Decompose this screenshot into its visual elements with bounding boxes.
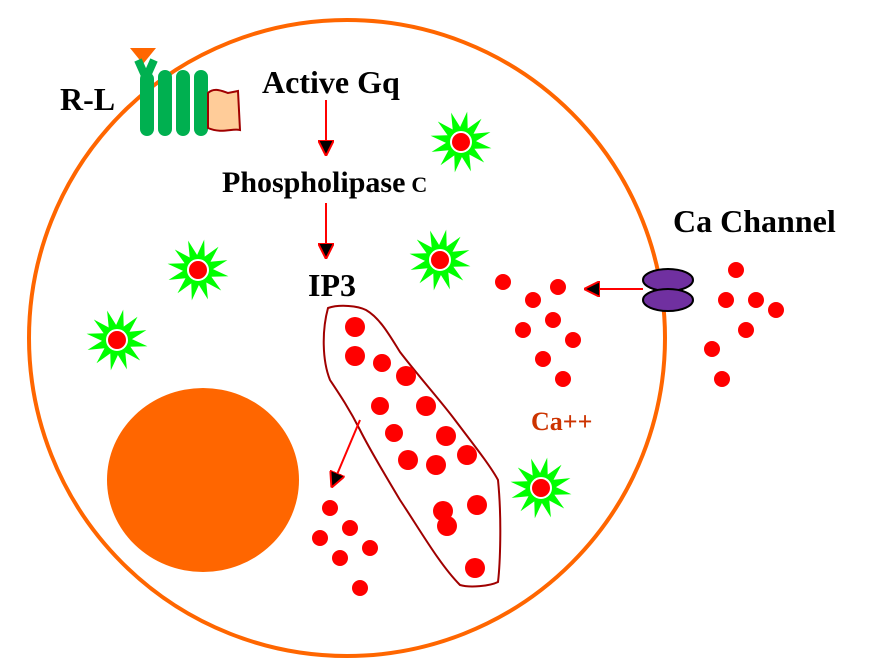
ligand: [130, 48, 156, 64]
ca-ion: [437, 516, 457, 536]
vesicles: [86, 111, 572, 519]
ca-ion: [373, 354, 391, 372]
ca-ion: [396, 366, 416, 386]
cell-membrane: [27, 18, 667, 658]
nucleus: [107, 388, 299, 572]
active-gq-label: Active Gq: [262, 64, 400, 100]
ca-ion: [426, 455, 446, 475]
ip3-label: IP3: [308, 267, 356, 303]
vesicle-star: [409, 229, 471, 291]
ca-ion: [416, 396, 436, 416]
ca-ion: [345, 317, 365, 337]
endoplasmic-reticulum: [322, 304, 502, 588]
vesicle-star: [167, 239, 229, 301]
ca-ion: [555, 371, 571, 387]
ca-ion: [433, 501, 453, 521]
extracellular-calcium-ions: [704, 262, 784, 387]
ca-ion: [352, 580, 368, 596]
ca-ion: [748, 292, 764, 308]
ca-ion: [550, 279, 566, 295]
ca-ion: [371, 397, 389, 415]
vesicle-star: [86, 309, 148, 371]
ca-ion: [362, 540, 378, 556]
ca-ion: [704, 341, 720, 357]
g-protein: [207, 88, 242, 132]
ca-ion: [495, 274, 511, 290]
er-calcium-ions: [345, 317, 487, 578]
ca-ion: [322, 500, 338, 516]
ca-ion: [465, 558, 485, 578]
gpcr-receptor: [130, 48, 242, 136]
ca-ion: [312, 530, 328, 546]
ca-ion: [728, 262, 744, 278]
ca-ion: [718, 292, 734, 308]
ca-ion: [535, 351, 551, 367]
vesicle-star: [430, 111, 492, 173]
ca-ion: [342, 520, 358, 536]
ca-channel-label: Ca Channel: [673, 203, 836, 239]
ca-channel: [642, 268, 694, 312]
ca-ion: [565, 332, 581, 348]
ca-ion: [738, 322, 754, 338]
ca-ion: [332, 550, 348, 566]
ca-ion: [525, 292, 541, 308]
ca-ion: [398, 450, 418, 470]
ca-ion-label: Ca++: [531, 407, 592, 436]
released-calcium-ions: [312, 500, 378, 596]
er-release-arrow: [333, 419, 361, 484]
ca-ion: [515, 322, 531, 338]
ca-ion: [714, 371, 730, 387]
cytosolic-calcium-ions: [495, 274, 581, 387]
ca-ion: [545, 312, 561, 328]
receptor-ligand-label: R-L: [60, 81, 115, 117]
ca-ion: [467, 495, 487, 515]
ca-ion: [345, 346, 365, 366]
ca-ion: [436, 426, 456, 446]
vesicle-star: [510, 457, 572, 519]
ca-ion: [457, 445, 477, 465]
ca-ion: [385, 424, 403, 442]
ca-ion: [768, 302, 784, 318]
